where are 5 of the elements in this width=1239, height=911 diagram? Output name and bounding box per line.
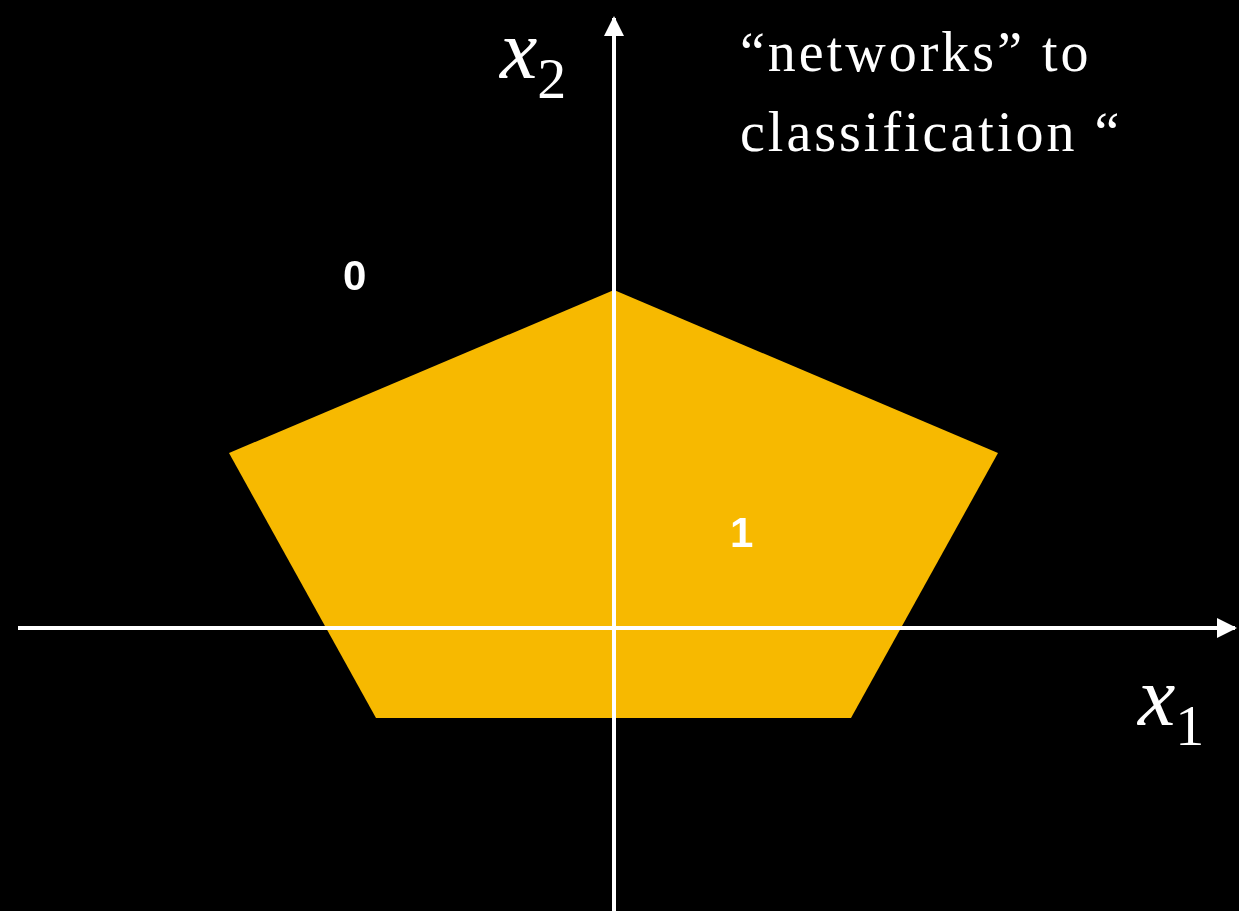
note-text: “networks” to classification “ — [740, 20, 1124, 165]
axis-label: x$_{1}$ — [1138, 655, 1205, 756]
region-label: 1 — [730, 512, 754, 554]
axis-label: x$_{2}$ — [500, 8, 567, 109]
region-label: 0 — [343, 255, 367, 297]
